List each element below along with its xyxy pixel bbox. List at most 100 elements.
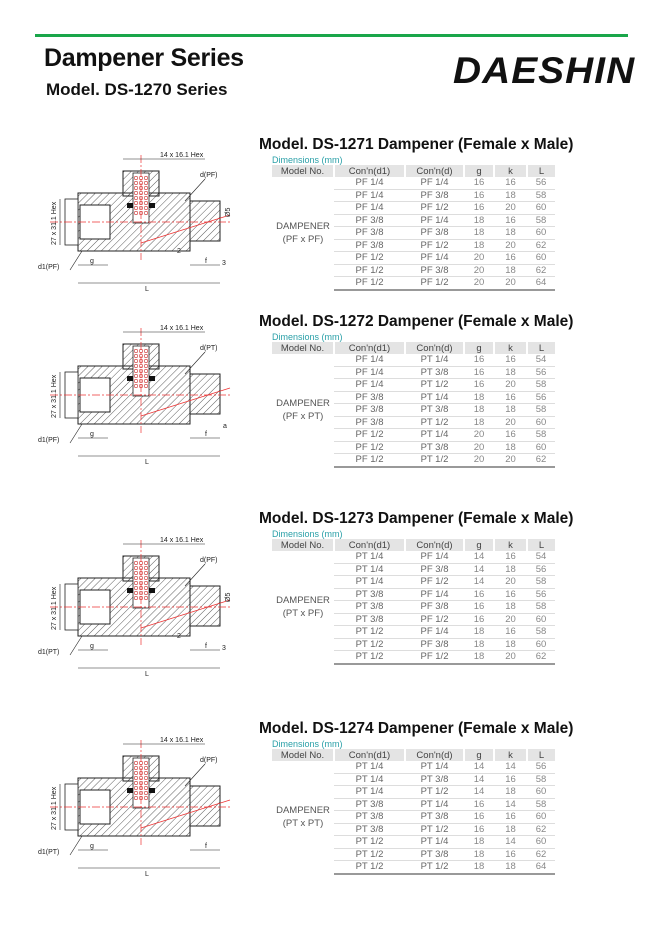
hex-top-label: 14 x 16.1 Hex: [160, 325, 204, 332]
table-cell: 16: [464, 201, 494, 215]
table-cell: PF 3/8: [405, 189, 464, 202]
table-cell: 14: [464, 785, 494, 799]
table-cell: PT 1/2: [405, 378, 464, 392]
table-cell: 56: [527, 366, 555, 379]
table-cell: PT 1/2: [405, 453, 464, 468]
model-type: (PT x PF): [282, 608, 324, 620]
table-cell: PT 1/2: [405, 860, 464, 875]
column-header: Model No.: [272, 749, 334, 761]
table-cell: 60: [527, 441, 555, 454]
table-cell: PF 3/8: [405, 563, 464, 576]
port-d-label: d(PT): [200, 345, 218, 352]
model-type: (PT x PT): [282, 818, 324, 830]
port-d1-label: d1(PT): [38, 849, 59, 856]
table-cell: 18: [464, 860, 494, 875]
dim-3-label: 3: [222, 260, 226, 267]
table-cell: 58: [527, 575, 555, 589]
table-cell: PF 1/2: [334, 441, 405, 454]
dimensions-label: Dimensions (mm): [272, 332, 343, 342]
table-cell: 18: [464, 226, 494, 240]
table-cell: PT 1/2: [334, 835, 405, 849]
dim-L-label: L: [145, 286, 149, 293]
page-subtitle: Model. DS-1270 Series: [46, 80, 228, 99]
table-cell: 62: [527, 453, 555, 468]
table-cell: 58: [527, 600, 555, 614]
table-cell: PF 1/4: [405, 625, 464, 639]
table-cell: 60: [527, 785, 555, 799]
bleed-passage: [140, 387, 231, 417]
table-cell: PT 3/8: [405, 441, 464, 454]
table-cell: PF 1/4: [334, 177, 405, 190]
table-cell: PT 1/2: [405, 823, 464, 836]
dim-g-label: g: [90, 258, 94, 265]
technical-drawing: 14 x 16.1 Hex 27 x 31.1 Hex d(PT) d1(PF)…: [30, 318, 240, 473]
table-cell: 20: [464, 264, 494, 277]
table-cell: PT 1/4: [334, 551, 405, 564]
table-cell: 20: [494, 239, 527, 252]
table-cell: 62: [527, 264, 555, 277]
hex-side-label: 27 x 31.1 Hex: [51, 586, 58, 630]
dim-f-label: f: [205, 431, 207, 438]
section-title: Model. DS-1273 Dampener (Female x Male): [259, 510, 574, 527]
table-cell: PT 1/4: [334, 761, 405, 774]
table-cell: 20: [494, 650, 527, 665]
column-header: k: [493, 165, 527, 177]
column-header: Con'n(d1): [333, 749, 405, 761]
table-cell: 58: [527, 625, 555, 639]
o-ring: [127, 788, 133, 793]
table-cell: PT 3/8: [334, 798, 405, 811]
table-cell: 18: [494, 366, 527, 379]
dim-f-label: f: [205, 843, 207, 850]
column-header: g: [463, 749, 494, 761]
table-cell: 20: [464, 251, 494, 265]
technical-drawing: 14 x 16.1 Hex 27 x 31.1 Hex d(PF) d1(PT)…: [30, 730, 240, 885]
table-cell: 20: [494, 453, 527, 468]
table-cell: 16: [464, 810, 494, 824]
table-cell: 16: [464, 823, 494, 836]
table-cell: 60: [527, 835, 555, 849]
table-cell: 16: [464, 588, 494, 601]
table-cell: 18: [464, 650, 494, 665]
table-cell: PT 1/4: [405, 798, 464, 811]
table-cell: 16: [464, 189, 494, 202]
table-cell: 16: [494, 214, 527, 227]
table-cell: 20: [494, 378, 527, 392]
table-cell: 20: [494, 201, 527, 215]
table-cell: 18: [464, 391, 494, 404]
table-cell: PF 1/4: [405, 588, 464, 601]
model-type: (PF x PT): [282, 411, 324, 423]
table-cell: PT 3/8: [405, 773, 464, 786]
table-cell: 18: [464, 625, 494, 639]
table-cell: 62: [527, 239, 555, 252]
dimension-lines: [59, 543, 220, 669]
column-header: Con'n(d): [404, 539, 464, 551]
port-d1-label: d1(PF): [38, 437, 59, 444]
table-cell: PT 3/8: [405, 810, 464, 824]
dimensions-label: Dimensions (mm): [272, 155, 343, 165]
o-ring: [127, 588, 133, 593]
table-cell: PF 1/2: [334, 276, 405, 291]
dimensions-label: Dimensions (mm): [272, 739, 343, 749]
o-ring: [149, 788, 155, 793]
table-cell: PT 3/8: [334, 588, 405, 601]
table-cell: 58: [527, 773, 555, 786]
column-header: L: [526, 342, 555, 354]
dim-diameter-label: Ø5: [225, 208, 232, 217]
column-header: Con'n(d1): [333, 342, 405, 354]
table-cell: 58: [527, 798, 555, 811]
dim-a-label: a: [223, 423, 227, 430]
table-cell: PF 1/4: [405, 551, 464, 564]
table-cell: 16: [494, 251, 527, 265]
table-cell: 14: [464, 551, 494, 564]
table-cell: PF 1/4: [334, 354, 405, 367]
